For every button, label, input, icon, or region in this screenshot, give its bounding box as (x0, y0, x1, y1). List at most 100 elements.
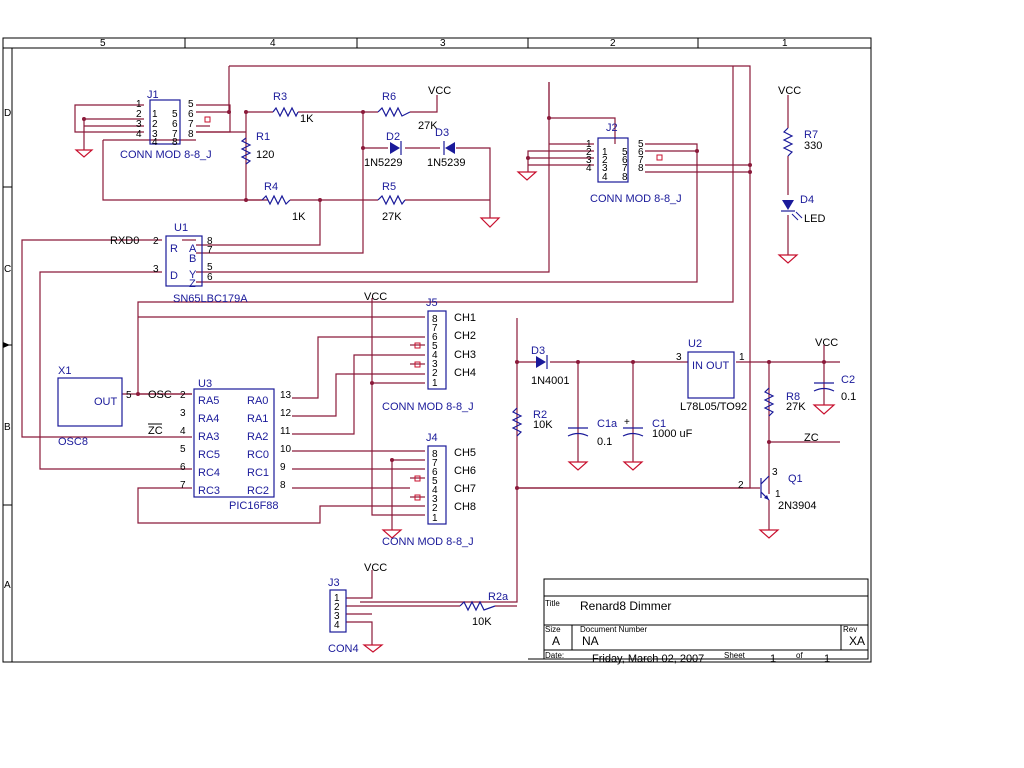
connector-j2[interactable]: J2 1 2 3 4 1 2 3 4 5 6 7 8 5 6 7 8 CONN … (586, 122, 682, 205)
connector-j5[interactable]: VCC J5 8 7 6 5 4 3 2 1 CH1 CH2 CH3 CH4 C… (364, 291, 476, 413)
pin: 5 (188, 99, 194, 110)
pin: 5 (432, 476, 438, 487)
diode-d3-rectifier[interactable]: D3 1N4001 (531, 345, 570, 387)
pin: 2 (586, 147, 592, 158)
vcc-label: VCC (815, 337, 838, 349)
pin: 7 (622, 163, 628, 174)
resistor-r3[interactable]: R3 1K (272, 91, 314, 125)
value-d3: 1N5239 (427, 157, 466, 169)
pin: 4 (432, 350, 438, 361)
pin: 1 (136, 99, 142, 110)
pin-label: RC3 (198, 485, 220, 497)
pin: 2 (738, 480, 744, 491)
resistor-r2a[interactable]: R2a 10K (459, 591, 509, 628)
diode-d3-zener[interactable]: D3 1N5239 (427, 127, 466, 169)
pin-label: Z (189, 278, 196, 290)
pin-label: RA0 (247, 395, 268, 407)
pin: 2 (334, 602, 340, 613)
vcc-label: VCC (364, 291, 387, 303)
value-r3: 1K (300, 113, 314, 125)
pin: 1 (586, 139, 592, 150)
pin: 7 (207, 245, 213, 256)
part-name: L78L05/TO92 (680, 401, 747, 413)
channel-label: CH3 (454, 349, 476, 361)
ic-u3-pic[interactable]: U3 OSC ZC 2 3 4 5 6 7 RA5 RA4 RA3 RC5 RC… (148, 378, 292, 512)
pin: 5 (638, 139, 644, 150)
capacitor-c1a[interactable]: C1a 0.1 (567, 418, 618, 448)
pin: 3 (152, 129, 158, 140)
rev-value: XA (849, 634, 865, 648)
ref-r2a: R2a (488, 591, 509, 603)
value-r5: 27K (382, 211, 402, 223)
pin: 5 (432, 341, 438, 352)
pin-label: RC1 (247, 467, 269, 479)
pin: 7 (432, 458, 438, 469)
pin: 2 (432, 503, 438, 514)
title-label: Title (545, 599, 560, 608)
resistor-r8[interactable]: R8 27K (763, 387, 806, 417)
diode-d2[interactable]: D2 1N5229 (364, 131, 403, 169)
connector-j4[interactable]: J4 8 7 6 5 4 3 2 1 CH5 CH6 CH7 CH8 CONN … (382, 432, 476, 548)
connector-j3[interactable]: VCC J3 1 2 3 4 CON4 (328, 562, 387, 655)
pin: 8 (622, 172, 628, 183)
pin: 6 (207, 272, 213, 283)
junctions (82, 110, 826, 490)
ref-d2: D2 (386, 131, 400, 143)
ic-u1[interactable]: U1 RXD0 2 3 R D A B Y Z 8 7 5 6 SN65LBC1… (110, 222, 248, 305)
value-r1: 120 (256, 149, 274, 161)
pin: 3 (432, 494, 438, 505)
ref-c1: C1 (652, 418, 666, 430)
pin-label: RA1 (247, 413, 268, 425)
wires (21, 65, 840, 645)
pin: 2 (152, 119, 158, 130)
channel-label: CH7 (454, 483, 476, 495)
value-r4: 1K (292, 211, 306, 223)
ref-d3: D3 (435, 127, 449, 139)
pin: 3 (180, 408, 186, 419)
transistor-q1[interactable]: ZC 3 2 1 Q1 2N3904 (738, 432, 819, 512)
oscillator-x1[interactable]: X1 OUT 5 OSC8 (57, 365, 132, 448)
resistor-r6[interactable]: R6 27K VCC (377, 85, 451, 132)
value-c1: 1000 uF (652, 428, 693, 440)
pin: 1 (602, 147, 608, 158)
pin: 5 (622, 147, 628, 158)
pin: 7 (180, 480, 186, 491)
resistor-r4[interactable]: R4 1K (261, 181, 306, 223)
ref-u1: U1 (174, 222, 188, 234)
part-name: CONN MOD 8-8_J (120, 149, 212, 161)
value-c2: 0.1 (841, 391, 856, 403)
pin-label: A (189, 243, 197, 255)
col-mark: 1 (782, 38, 788, 49)
pin: 13 (280, 390, 292, 401)
pin-label: RA3 (198, 431, 219, 443)
pin: 7 (188, 119, 194, 130)
resistor-r1[interactable]: R1 120 (240, 131, 274, 165)
pin: 3 (602, 163, 608, 174)
pin: 6 (172, 119, 178, 130)
col-mark: 3 (440, 38, 446, 49)
pin: 8 (172, 137, 178, 148)
ref-j5: J5 (426, 297, 438, 309)
connector-j1[interactable]: J1 1 2 3 4 1 2 3 4 5 6 7 8 5 6 7 8 CONN … (120, 89, 212, 161)
part-name: SN65LBC179A (173, 293, 248, 305)
capacitor-c2[interactable]: VCC C2 0.1 (813, 337, 856, 403)
led-d4[interactable]: D4 LED (781, 194, 825, 225)
resistor-r5[interactable]: R5 27K (377, 181, 406, 223)
part-name: CONN MOD 8-8_J (590, 193, 682, 205)
regulator-u2[interactable]: U2 IN OUT 3 1 L78L05/TO92 (676, 338, 747, 413)
pin: 5 (180, 444, 186, 455)
resistor-r2[interactable]: R2 10K (511, 407, 553, 437)
value-d3: 1N4001 (531, 375, 570, 387)
of-value: 1 (824, 653, 830, 665)
resistor-r7[interactable]: VCC R7 330 (778, 85, 822, 157)
capacitor-c1[interactable]: + C1 1000 uF (622, 417, 693, 440)
ref-c1a: C1a (597, 418, 618, 430)
pin: 2 (136, 109, 142, 120)
channel-label: CH4 (454, 367, 476, 379)
ground-symbols (74, 149, 836, 653)
pin: 4 (602, 172, 608, 183)
net-zc: ZC (804, 432, 819, 444)
net-zc: ZC (148, 425, 163, 437)
ref-j1: J1 (147, 89, 159, 101)
vcc-label: VCC (428, 85, 451, 97)
